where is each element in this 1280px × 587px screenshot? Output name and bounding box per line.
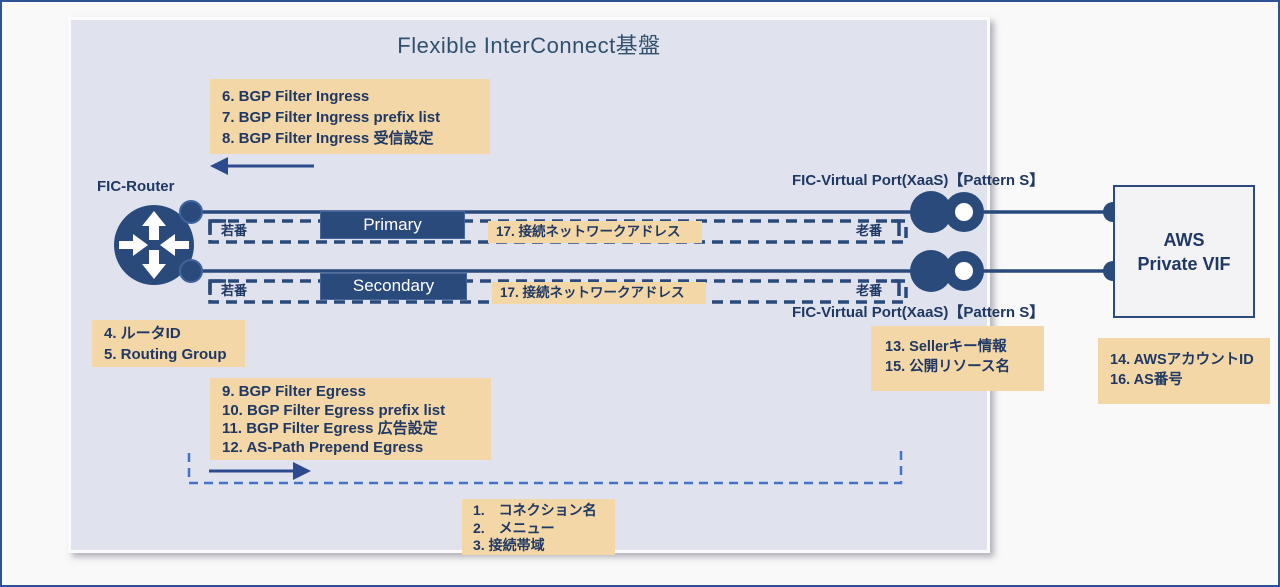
panel-title: Flexible InterConnect基盤	[397, 33, 661, 58]
aws-box-line1: AWS	[1163, 229, 1205, 250]
primary-near-port-label: 若番	[218, 223, 251, 239]
seller-info-note: 13. Sellerキー情報 15. 公開リソース名	[871, 326, 1044, 391]
virtual-port-primary-label: FIC-Virtual Port(XaaS)【Pattern S】	[792, 172, 1045, 189]
bgp-egress-note: 9. BGP Filter Egress 10. BGP Filter Egre…	[210, 378, 491, 460]
router-settings-note: 4. ルータID 5. Routing Group	[92, 320, 245, 367]
secondary-network-address-note: 17. 接続ネットワークアドレス	[492, 282, 706, 304]
primary-connection-badge: Primary	[320, 211, 465, 239]
connection-settings-note: 1. コネクション名 2. メニュー 3. 接続帯域	[462, 499, 615, 555]
secondary-near-port-label: 若番	[218, 283, 251, 299]
virtual-port-secondary-label: FIC-Virtual Port(XaaS)【Pattern S】	[792, 304, 1045, 321]
bgp-ingress-note: 6. BGP Filter Ingress 7. BGP Filter Ingr…	[210, 79, 490, 154]
aws-private-vif-box: AWS Private VIF	[1113, 185, 1255, 318]
aws-account-note: 14. AWSアカウントID 16. AS番号	[1098, 338, 1270, 404]
primary-far-port-label: 老番	[853, 223, 886, 239]
secondary-far-port-label: 老番	[853, 283, 886, 299]
primary-network-address-note: 17. 接続ネットワークアドレス	[488, 221, 702, 243]
aws-box-line2: Private VIF	[1137, 253, 1231, 274]
secondary-connection-badge: Secondary	[320, 273, 467, 300]
fic-router-label: FIC-Router	[97, 178, 175, 195]
